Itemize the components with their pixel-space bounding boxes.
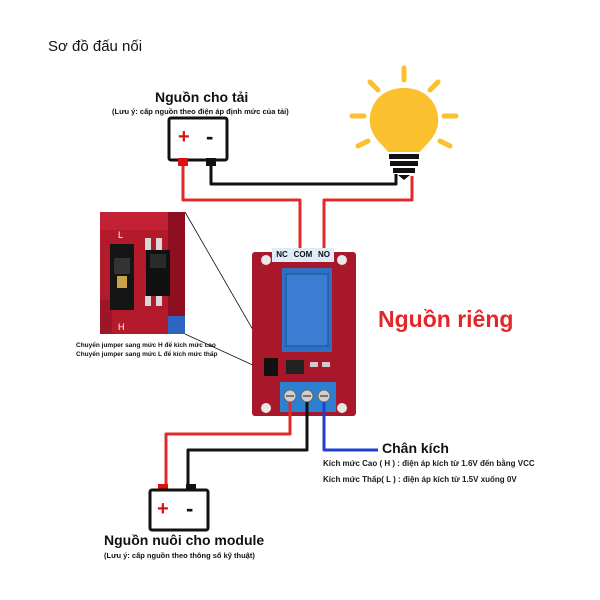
relay-module xyxy=(252,248,356,416)
load-plus-sign: + xyxy=(178,126,190,148)
jumper-label-h: H xyxy=(118,322,125,332)
load-power-title: Nguồn cho tải xyxy=(155,89,249,105)
module-battery xyxy=(148,484,210,532)
module-power-note: (Lưu ý: cấp nguồn theo thông số kỹ thuật… xyxy=(104,551,255,560)
load-circuit-wires xyxy=(181,166,414,248)
jumper-note-low: Chuyển jumper sang mức L để kích mức thấ… xyxy=(76,351,218,358)
load-power-note: (Lưu ý: cấp nguồn theo điện áp định mức … xyxy=(112,107,289,116)
jumper-note-high: Chuyển jumper sang mức H để kích mức cao xyxy=(76,342,216,349)
terminal-no-label: NO xyxy=(318,250,330,259)
module-power-title: Nguồn nuôi cho module xyxy=(104,532,265,548)
light-bulb-icon xyxy=(349,65,459,180)
trigger-high-note: Kích mức Cao ( H ) : điện áp kích từ 1.6… xyxy=(323,459,535,468)
module-circuit-wires xyxy=(164,402,378,484)
module-minus-sign: - xyxy=(186,496,194,521)
terminal-nc-label: NC xyxy=(276,250,288,259)
trigger-pin-title: Chân kích xyxy=(382,440,449,456)
load-battery xyxy=(167,116,229,166)
jumper-inset: L H xyxy=(100,212,185,334)
terminal-com-label: COM xyxy=(293,250,313,259)
load-minus-sign: - xyxy=(206,124,214,149)
jumper-label-l: L xyxy=(118,230,123,240)
page-title: Sơ đồ đấu nối xyxy=(48,38,143,55)
module-plus-sign: + xyxy=(157,498,169,520)
trigger-low-note: Kích mức Thấp( L ) : điện áp kích từ 1.5… xyxy=(323,475,517,484)
isolated-power-label: Nguồn riêng xyxy=(378,306,514,332)
